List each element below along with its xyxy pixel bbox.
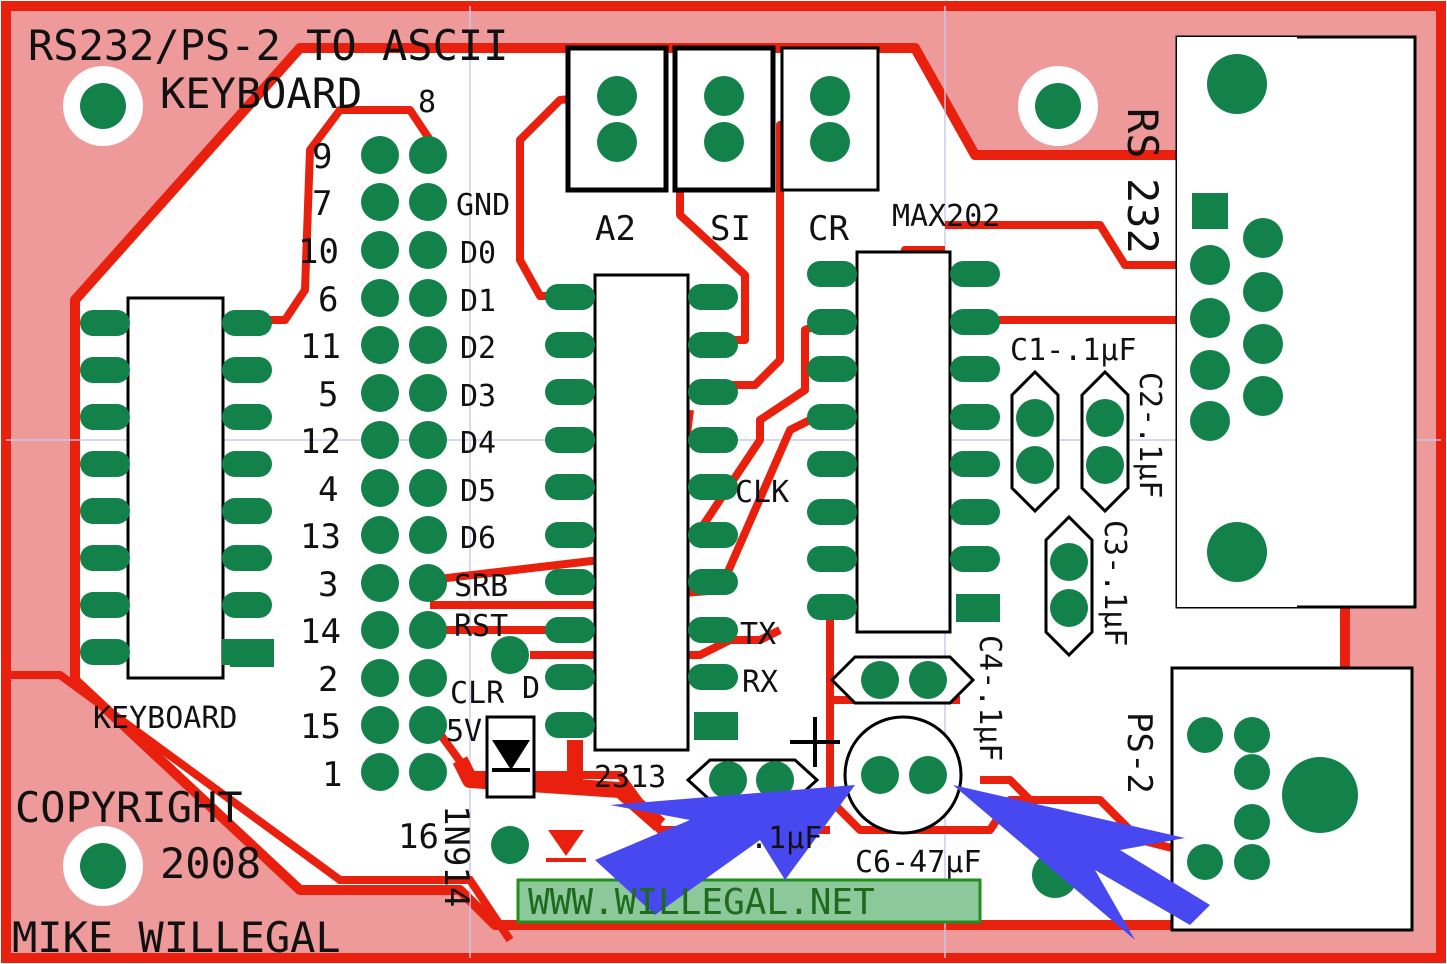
ps2-connector: [1170, 666, 1414, 932]
pin-num-1: 1: [322, 755, 342, 795]
pin-num-15: 15: [300, 707, 341, 747]
pin-label-d5: D5: [460, 474, 496, 509]
c5-partial-label: .1µF: [750, 821, 822, 856]
copyright-line1: COPYRIGHT: [15, 783, 243, 832]
author-name: MIKE WILLEGAL: [12, 913, 341, 962]
jumper-label-cr: CR: [808, 209, 849, 249]
board-title-line2: KEYBOARD: [160, 69, 362, 118]
pin-num-2: 2: [318, 660, 338, 700]
c6-label: C6-47µF: [855, 845, 981, 880]
pin-num-12: 12: [300, 422, 341, 462]
website-text: WWW.WILLEGAL.NET: [528, 882, 875, 923]
clk-label: CLK: [735, 475, 789, 510]
pin-label-d2: D2: [460, 331, 496, 366]
pin-num-10: 10: [298, 232, 339, 272]
jumper-label-si: SI: [710, 209, 751, 249]
pin-label-srb: SRB: [454, 569, 508, 604]
diode-label: 1N914: [436, 805, 476, 907]
pin-num-13: 13: [300, 517, 341, 557]
pin-num-4: 4: [318, 470, 338, 510]
pin-label-d-extra: D: [522, 671, 540, 706]
c4-label: C4-.1µF: [972, 635, 1007, 761]
pin-label-d0: D0: [460, 236, 496, 271]
pin-num-16: 16: [398, 817, 439, 857]
annotation-arrows: [595, 785, 1210, 940]
pin-label-d3: D3: [460, 379, 496, 414]
pin-num-9: 9: [312, 137, 332, 177]
rx-label: RX: [742, 665, 778, 700]
arrow-left-to-c6: [595, 785, 855, 915]
silkscreen-text: RS232/PS-2 TO ASCII KEYBOARD 8 9 7 10 6 …: [12, 21, 1167, 962]
c2-label: C2-.1µF: [1132, 372, 1167, 498]
pin-label-rst: RST: [454, 609, 508, 644]
pin-num-5: 5: [318, 375, 338, 415]
board-corner-traces: [8, 671, 514, 943]
c3-label: C3-.1µF: [1097, 520, 1132, 646]
mcu-label-2313: 2313: [594, 760, 666, 795]
pin-label-d1: D1: [460, 284, 496, 319]
pin-num-14: 14: [300, 612, 341, 652]
pin-num-7: 7: [312, 184, 332, 224]
website-box: [516, 878, 982, 924]
ps2-label: PS-2: [1119, 712, 1159, 794]
pin-num-3: 3: [318, 565, 338, 605]
pin-8-label: 8: [418, 85, 436, 120]
keyboard-connector-label: KEYBOARD: [93, 701, 238, 736]
pin-num-6: 6: [318, 280, 338, 320]
copyright-line2: 2008: [160, 839, 261, 888]
pin-label-5v: 5V: [446, 714, 482, 749]
jumper-label-a2: A2: [595, 209, 636, 249]
mcu-2313: [545, 273, 738, 752]
keyboard-connector: [80, 296, 274, 680]
rs232-label-line2: 232: [1118, 178, 1167, 254]
rs232-label-line1: RS: [1118, 108, 1167, 159]
pin-label-d6: D6: [460, 521, 496, 556]
max202-ic: [807, 250, 1000, 634]
diode-1n914: [485, 715, 586, 862]
max202-label: MAX202: [892, 199, 1000, 234]
c1-label: C1-.1µF: [1010, 333, 1136, 368]
pin-label-d4: D4: [460, 426, 496, 461]
tx-label: TX: [740, 617, 776, 652]
arrow-right-to-c6: [953, 785, 1210, 940]
header-pads: [361, 136, 529, 864]
pin-label-gnd: GND: [456, 188, 510, 223]
pin-num-11: 11: [300, 327, 341, 367]
jumper-blocks: [565, 45, 880, 193]
pin-label-clr: CLR: [450, 676, 505, 711]
board-title-line1: RS232/PS-2 TO ASCII: [28, 21, 508, 70]
rs232-connector: [1175, 35, 1417, 609]
